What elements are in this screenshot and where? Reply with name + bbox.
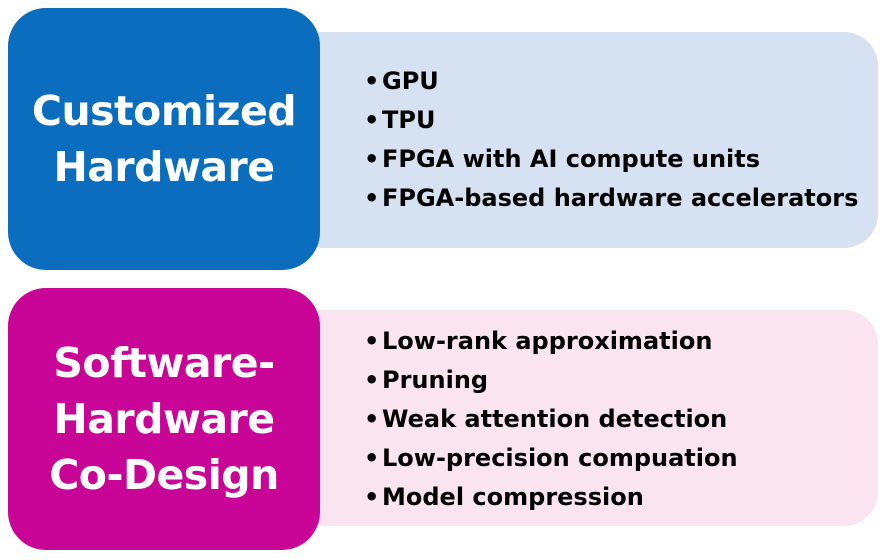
- list-item: •TPU: [364, 101, 858, 140]
- list-item: •FPGA-based hardware accelerators: [364, 179, 858, 218]
- list-item-text: FPGA with AI compute units: [382, 145, 761, 173]
- list-item: •Pruning: [364, 361, 738, 400]
- list-item-text: Weak attention detection: [382, 405, 728, 433]
- bullet-icon: •: [364, 327, 380, 355]
- codesign-label-box: Software- Hardware Co-Design: [8, 288, 320, 550]
- title-line: Software-: [53, 339, 275, 387]
- bullet-icon: •: [364, 483, 380, 511]
- customized-hardware-list: •GPU •TPU •FPGA with AI compute units •F…: [364, 62, 858, 218]
- list-item: •Low-rank approximation: [364, 322, 738, 361]
- list-item-text: Pruning: [382, 366, 489, 394]
- bullet-icon: •: [364, 444, 380, 472]
- list-item-text: FPGA-based hardware accelerators: [382, 184, 859, 212]
- title-line: Hardware: [53, 395, 275, 443]
- customized-hardware-label-box: Customized Hardware: [8, 8, 320, 270]
- list-item-text: Low-precision compuation: [382, 444, 738, 472]
- list-item-text: GPU: [382, 67, 439, 95]
- bullet-icon: •: [364, 366, 380, 394]
- customized-hardware-title: Customized Hardware: [31, 83, 297, 195]
- bullet-icon: •: [364, 145, 380, 173]
- title-line: Customized: [31, 87, 297, 135]
- list-item: •Model compression: [364, 478, 738, 517]
- bullet-icon: •: [364, 67, 380, 95]
- list-item-text: Low-rank approximation: [382, 327, 713, 355]
- list-item: •Weak attention detection: [364, 400, 738, 439]
- bullet-icon: •: [364, 106, 380, 134]
- codesign-panel: [290, 310, 878, 526]
- bullet-icon: •: [364, 184, 380, 212]
- codesign-title: Software- Hardware Co-Design: [49, 335, 279, 503]
- list-item: •Low-precision compuation: [364, 439, 738, 478]
- codesign-list: •Low-rank approximation •Pruning •Weak a…: [364, 322, 738, 517]
- list-item-text: Model compression: [382, 483, 644, 511]
- title-line: Hardware: [53, 143, 275, 191]
- list-item: •FPGA with AI compute units: [364, 140, 858, 179]
- list-item-text: TPU: [382, 106, 436, 134]
- list-item: •GPU: [364, 62, 858, 101]
- bullet-icon: •: [364, 405, 380, 433]
- title-line: Co-Design: [49, 451, 279, 499]
- customized-hardware-panel: [290, 32, 878, 248]
